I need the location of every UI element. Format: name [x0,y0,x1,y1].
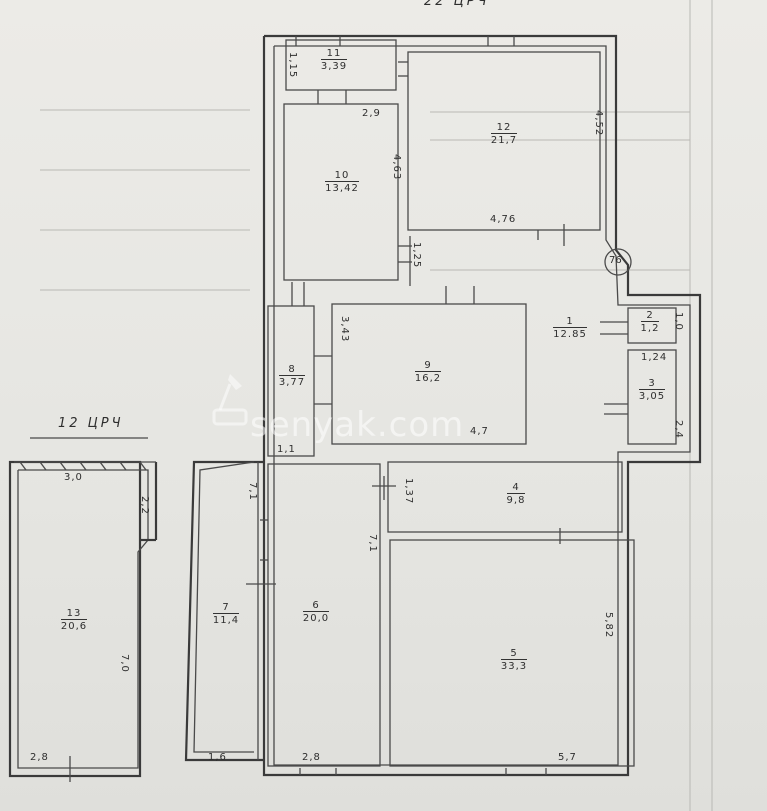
room-4-id: 4 [512,482,520,493]
watermark-lamp-icon [212,374,248,426]
room-3-area: 3,05 [638,389,666,402]
dim-room-5-side: 5,82 [603,612,614,639]
room-7-id: 7 [222,602,230,613]
room-11-area: 3,39 [320,59,348,72]
main-building [184,34,702,777]
room-5-outline [389,539,635,767]
room-10-outline [283,103,399,281]
room-12-label: 12 21,7 [474,122,534,146]
dim-room-2-side: 1,0 [673,312,684,331]
room-2-id: 2 [646,310,654,321]
room-8-outline [267,305,315,457]
room-1-id: 1 [566,316,574,327]
room-11-id: 11 [326,48,342,59]
room-8-label: 8 3,77 [262,364,322,388]
room-9-label: 9 16,2 [398,360,458,384]
room-13-id: 13 [66,608,82,619]
main-building-header: 22 ЦРЧ [424,0,490,9]
dim-room-6-side: 7,1 [367,534,378,553]
room-12-outline [407,51,601,231]
dim-room-12-side: 4,52 [593,110,604,137]
room-6-label: 6 20,0 [286,600,346,624]
room-5-label: 5 33,3 [484,648,544,672]
room-9-id: 9 [424,360,432,371]
room-10-area: 13,42 [325,181,359,194]
room-2-area: 1,2 [640,321,660,334]
room-11-outline [285,39,397,91]
dim-room-9-bottom: 4,7 [470,426,489,437]
dim-room-11-side: 1,15 [287,52,298,79]
room-10-id: 10 [334,170,350,181]
dim-room-13-long: 7,0 [119,654,130,673]
room-4-label: 4 9,8 [486,482,546,506]
room-8-id: 8 [288,364,296,375]
room-13-label: 13 20,6 [44,608,104,632]
dim-room-10-side: 4,63 [391,154,402,181]
room-7-area: 11,4 [212,613,240,626]
dim-room-3-top: 1,24 [641,352,668,363]
room-8-area: 3,77 [278,375,306,388]
room-1-label: 1 12.85 [540,316,600,340]
room-3-outline [627,349,677,445]
room-5-id: 5 [510,648,518,659]
room-6-outline [267,463,381,767]
room-1-area: 12.85 [553,327,587,340]
room-10-label: 10 13,42 [312,170,372,194]
dim-room-4-side: 1,37 [403,478,414,505]
room-2-label: 2 1,2 [620,310,680,334]
room-11-label: 11 3,39 [304,48,364,72]
room-12-area: 21,7 [490,133,518,146]
openings [246,36,628,775]
dim-room-7-side: 7,1 [247,482,258,501]
room-7-label: 7 11,4 [196,602,256,626]
dim-room-6-bottom: 2,8 [302,752,321,763]
room-9-area: 16,2 [414,371,442,384]
hatch-marks [19,461,147,471]
dim-room-10-top: 2,9 [362,108,381,119]
dim-room-8-bottom: 1,1 [277,444,296,455]
watermark-text: senyak.com [250,405,465,445]
room-3-label: 3 3,05 [622,378,682,402]
dim-room-9-side: 3,43 [339,316,350,343]
dim-room-13-top: 3,0 [64,472,83,483]
room-5-area: 33,3 [500,659,528,672]
dim-corridor: 1,25 [411,242,422,269]
section-circle-label: 76 [609,255,622,266]
dim-room-7-bottom: 1,6 [208,752,227,763]
room-4-area: 9,8 [506,493,526,506]
room-2-outline [627,307,677,344]
dim-room-5-bottom: 5,7 [558,752,577,763]
side-building-header: 12 ЦРЧ [58,416,124,431]
side-building [8,437,158,782]
room-6-area: 20,0 [302,611,330,624]
room-6-id: 6 [312,600,320,611]
room-3-id: 3 [648,378,656,389]
section-circle [604,248,632,276]
room-9-outline [331,303,527,445]
dim-room-12-bottom: 4,76 [490,214,517,225]
dim-room-13-bottom: 2,8 [30,752,49,763]
dim-room-3-side: 2,4 [673,420,684,439]
room-4-outline [387,461,623,533]
dim-room-13-side: 2,2 [139,496,150,515]
room-13-area: 20,6 [60,619,88,632]
room-12-id: 12 [496,122,512,133]
